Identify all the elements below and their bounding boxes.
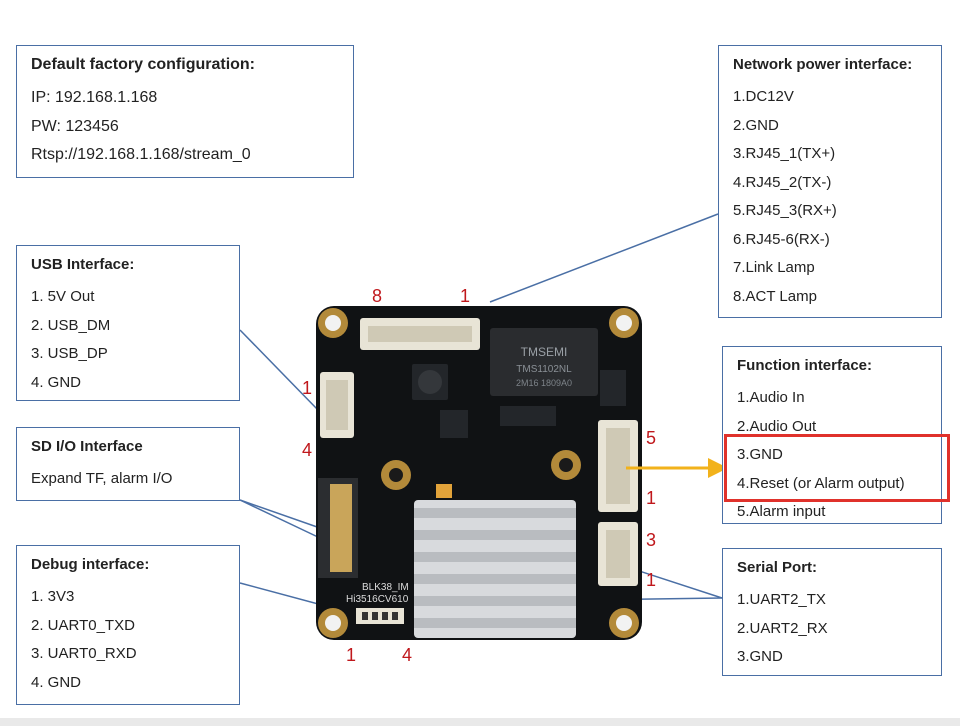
serial-pin-3: 3.GND <box>737 648 783 665</box>
network-pin-2: 2.GND <box>733 116 779 134</box>
debug-pin-2: 2. UART0_TXD <box>31 616 135 634</box>
sdio-interface-title: SD I/O Interface <box>31 438 143 455</box>
leader-lines <box>239 213 723 613</box>
sdio-interface-box: SD I/O Interface Expand TF, alarm I/O <box>16 427 240 501</box>
mounting-holes <box>318 308 639 638</box>
serial-port-box: Serial Port: 1.UART2_TX 2.UART2_RX 3.GND <box>722 548 942 676</box>
leader-usb <box>239 329 319 411</box>
network-pin-8: 8.ACT Lamp <box>733 287 817 305</box>
function-pin-1: 1.Audio In <box>737 389 805 406</box>
usb-interface-title: USB Interface: <box>31 256 135 273</box>
factory-password: PW: 123456 <box>31 117 119 135</box>
function-interface-title: Function interface: <box>737 357 873 374</box>
capacitor <box>436 484 452 498</box>
leader-network <box>489 213 719 303</box>
usb-connector <box>320 372 354 438</box>
transformer-chip: TMSEMI TMS1102NL 2M16 1809A0 <box>490 328 598 396</box>
debug-interface-title: Debug interface: <box>31 556 150 573</box>
network-connector <box>360 318 480 350</box>
leader-serial-a <box>629 567 723 599</box>
network-pin-6: 6.RJ45-6(RX-) <box>733 230 830 248</box>
chip-code-text: 2M16 1809A0 <box>516 378 572 388</box>
highlight-reset-box <box>724 434 950 502</box>
leader-sdio-a <box>239 499 321 529</box>
debug-interface-box: Debug interface: 1. 3V3 2. UART0_TXD 3. … <box>16 545 240 705</box>
pin-label-function-1: 1 <box>646 488 657 508</box>
ic-row <box>500 406 556 426</box>
silk-soc-text: Hi3516CV610 <box>346 594 409 605</box>
pin-label-serial-3: 3 <box>646 530 657 550</box>
network-pin-1: 1.DC12V <box>733 88 794 105</box>
pin-label-network-1: 1 <box>460 286 471 306</box>
network-pin-4: 4.RJ45_2(TX-) <box>733 173 832 191</box>
pin-label-debug-1: 1 <box>346 645 357 665</box>
ic-small <box>440 410 468 438</box>
pcb: TMSEMI TMS1102NL 2M16 1809A0 <box>316 306 642 640</box>
debug-header <box>356 608 404 624</box>
pin-label-function-5: 5 <box>646 428 657 448</box>
bottom-strip <box>0 718 960 726</box>
usb-pin-2: 2. USB_DM <box>31 316 111 334</box>
pin-label-serial-1: 1 <box>646 570 657 590</box>
usb-pin-3: 3. USB_DP <box>31 345 108 362</box>
ic-right <box>600 370 626 406</box>
serial-connector <box>598 522 638 586</box>
network-pin-7: 7.Link Lamp <box>733 259 815 276</box>
function-pin-4: 4.Reset (or Alarm output) <box>737 474 905 492</box>
pin-label-usb-1: 1 <box>302 378 313 398</box>
serial-pin-1: 1.UART2_TX <box>737 591 826 608</box>
network-pin-5: 5.RJ45_3(RX+) <box>733 202 837 219</box>
sdio-description: Expand TF, alarm I/O <box>31 470 173 487</box>
factory-ip: IP: 192.168.1.168 <box>31 89 158 106</box>
network-interface-box: Network power interface: 1.DC12V 2.GND 3… <box>718 45 942 318</box>
debug-pin-4: 4. GND <box>31 673 82 691</box>
debug-pin-3: 3. UART0_RXD <box>31 645 137 662</box>
network-interface-title: Network power interface: <box>733 56 913 73</box>
factory-config-title: Default factory configuration: <box>31 56 256 73</box>
usb-pin-1: 1. 5V Out <box>31 288 95 305</box>
factory-rtsp: Rtsp://192.168.1.168/stream_0 <box>31 146 251 163</box>
pin-label-network-8: 8 <box>372 286 383 306</box>
function-connector <box>598 420 638 512</box>
debug-pin-1: 1. 3V3 <box>31 588 75 605</box>
serial-pin-2: 2.UART2_RX <box>737 619 828 637</box>
chip-model-text: TMS1102NL <box>516 364 572 375</box>
heatsink <box>414 500 576 638</box>
function-arrow <box>626 458 728 478</box>
pin-label-usb-4: 4 <box>302 440 313 460</box>
usb-pin-4: 4. GND <box>31 373 82 391</box>
leader-sdio-b <box>239 499 321 539</box>
sd-ribbon-connector <box>318 478 358 578</box>
function-pin-5: 5.Alarm input <box>737 503 826 520</box>
chip-brand-text: TMSEMI <box>521 345 568 359</box>
function-pin-3: 3.GND <box>737 446 783 463</box>
pin-label-debug-4: 4 <box>402 645 413 665</box>
serial-port-title: Serial Port: <box>737 559 818 576</box>
factory-config-box: Default factory configuration: IP: 192.1… <box>16 45 354 178</box>
function-pin-2: 2.Audio Out <box>737 417 817 435</box>
network-pin-3: 3.RJ45_1(TX+) <box>733 145 836 162</box>
usb-interface-box: USB Interface: 1. 5V Out 2. USB_DM 3. US… <box>16 245 240 401</box>
silk-model-text: BLK38_IM <box>362 582 409 593</box>
